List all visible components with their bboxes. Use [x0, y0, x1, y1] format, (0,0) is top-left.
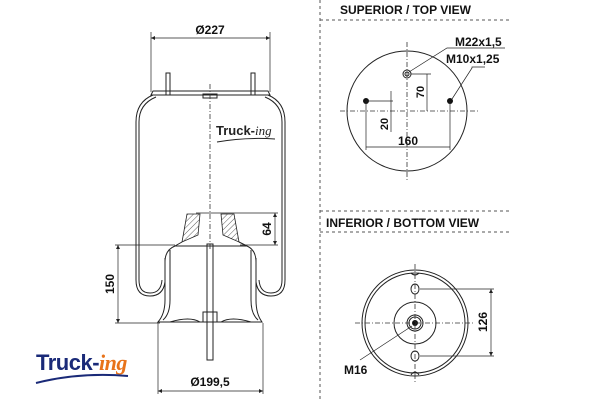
- bottom-stud: [206, 243, 214, 361]
- logo-small: Truck-ing: [216, 123, 276, 143]
- bellows-left-inner: [138, 96, 163, 294]
- brand-logo: Truck-ing: [35, 350, 129, 384]
- top-view-title: SUPERIOR / TOP VIEW: [340, 3, 472, 17]
- bellows-left: [135, 94, 166, 297]
- air-port-inner: [404, 71, 410, 77]
- dim-top-diameter: Ø227: [195, 23, 225, 37]
- mount-hole: [410, 350, 420, 362]
- mount-hole: [410, 283, 420, 295]
- top-plate: [150, 90, 271, 96]
- piston: [156, 245, 263, 323]
- edge-notch: [410, 272, 420, 276]
- bellows-right-inner: [258, 96, 283, 294]
- svg-text:Truck-ing: Truck-ing: [36, 350, 127, 375]
- piston-top: [173, 241, 248, 247]
- dim-piston-height: 64: [260, 222, 274, 236]
- dim-stud-spacing: 160: [398, 134, 418, 148]
- piston-inner: [250, 250, 259, 321]
- dim-offset-small: 20: [379, 118, 391, 130]
- stud: [250, 72, 256, 96]
- leader-line: [408, 47, 505, 73]
- bumper-hatch: [181, 213, 201, 243]
- edge-notch: [410, 371, 420, 376]
- piston-base: [169, 318, 252, 323]
- piston-inner: [162, 250, 171, 321]
- side-view: Ø227 64 150: [103, 23, 286, 394]
- top-view: SUPERIOR / TOP VIEW M22x1,5 M10x1,25 70 …: [320, 3, 510, 180]
- leader-line: [451, 66, 485, 100]
- dim-bottom-diameter: Ø199,5: [190, 375, 230, 389]
- bottom-view: INFERIOR / BOTTOM VIEW 126 M16: [320, 210, 510, 382]
- label-stud-thread: M10x1,25: [446, 52, 500, 66]
- bottom-view-title: INFERIOR / BOTTOM VIEW: [326, 216, 480, 230]
- leader-line: [359, 325, 413, 361]
- dim-offset-y: 70: [415, 86, 427, 98]
- label-m16: M16: [344, 363, 368, 377]
- stud-nut: [202, 311, 218, 323]
- label-center-thread: M22x1,5: [455, 35, 502, 49]
- bellows-right: [255, 94, 286, 297]
- svg-text:Truck-ing: Truck-ing: [216, 123, 272, 138]
- bumper-hatch: [220, 213, 240, 243]
- dim-hole-spacing: 126: [476, 312, 490, 332]
- dim-height: 150: [103, 274, 117, 294]
- stud: [165, 72, 171, 96]
